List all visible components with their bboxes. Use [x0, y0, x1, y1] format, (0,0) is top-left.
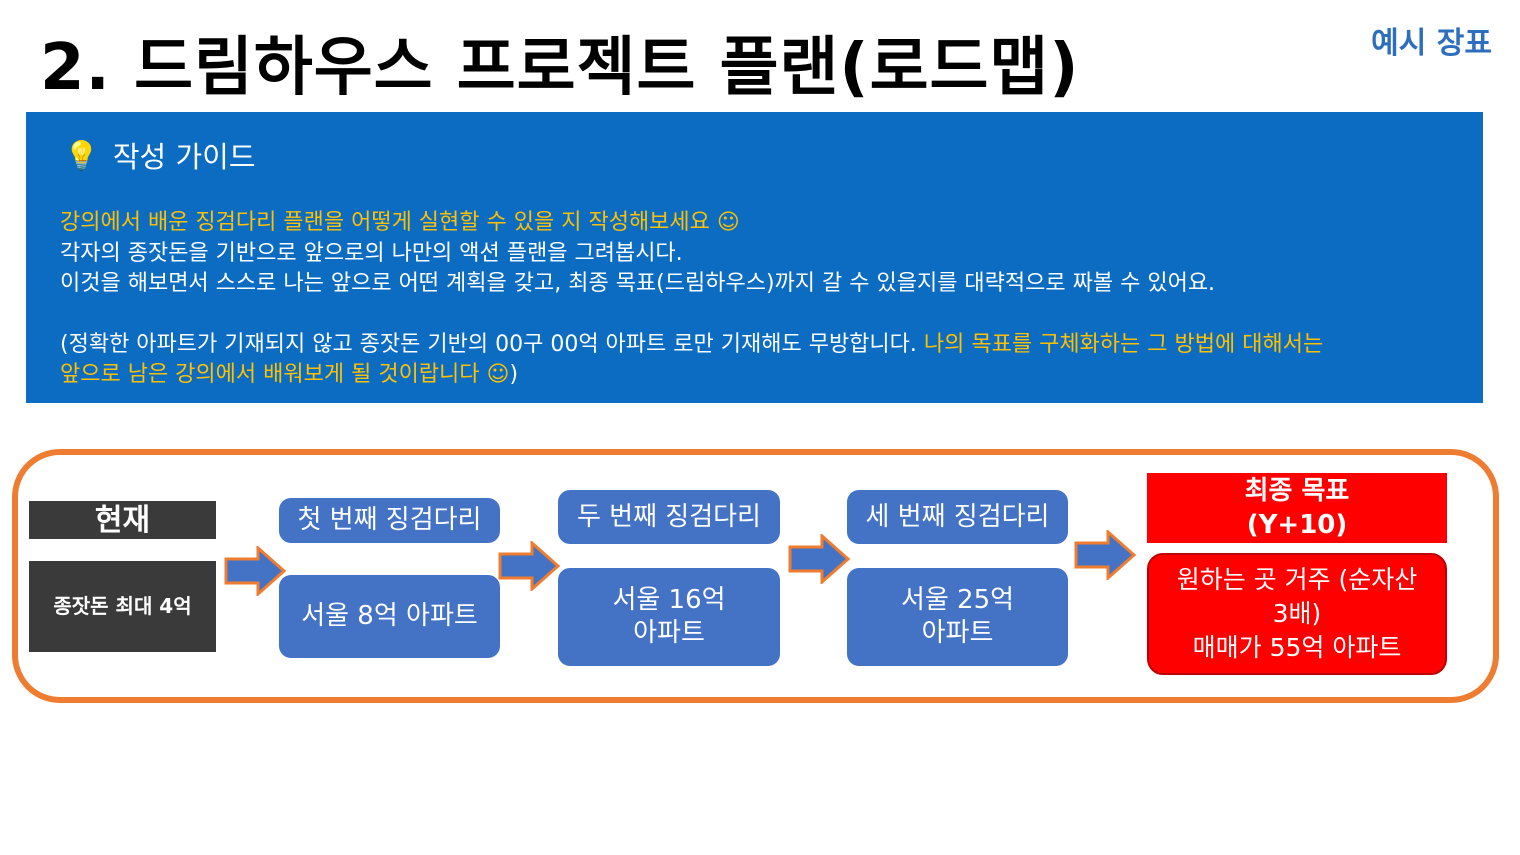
guide-line-4-note: (정확한 아파트가 기재되지 않고 종잣돈 기반의 00구 00억 아파트 로만…	[60, 331, 924, 357]
arrow-right-icon	[498, 541, 560, 591]
example-tag: 예시 장표	[1371, 26, 1492, 61]
goal-body: 원하는 곳 거주 (순자산 3배) 매매가 55억 아파트	[1147, 553, 1447, 675]
step3-body-line2: 아파트	[921, 618, 994, 648]
guide-line-2: 각자의 종잣돈을 기반으로 앞으로의 나만의 액션 플랜을 그려봅시다.	[60, 240, 683, 266]
current-heading: 현재	[29, 501, 216, 539]
guide-line-5-highlight: 앞으로 남은 강의에서 배워보게 될 것이랍니다 ☺	[60, 362, 510, 387]
goal-body-line3: 매매가 55억 아파트	[1192, 633, 1402, 662]
step2-heading: 두 번째 징검다리	[558, 490, 780, 544]
guide-header: 💡 작성 가이드	[64, 134, 1449, 176]
guide-line-5: 앞으로 남은 강의에서 배워보게 될 것이랍니다 ☺)	[60, 360, 1449, 391]
step1-body: 서울 8억 아파트	[279, 575, 500, 658]
guide-line-4-highlight: 나의 목표를 구체화하는 그 방법에 대해서는	[923, 331, 1324, 357]
arrow-right-icon	[1074, 530, 1136, 580]
roadmap-frame	[12, 449, 1499, 703]
goal-heading-line1: 최종 목표	[1244, 476, 1350, 506]
step2-body-line2: 아파트	[633, 618, 705, 648]
goal-body-line2: 3배)	[1272, 599, 1322, 628]
step3-heading: 세 번째 징검다리	[847, 490, 1068, 544]
lightbulb-icon: 💡	[64, 138, 99, 172]
goal-heading-line2: (Y+10)	[1246, 510, 1348, 540]
guide-line-4: (정확한 아파트가 기재되지 않고 종잣돈 기반의 00구 00억 아파트 로만…	[60, 330, 1449, 361]
page-title: 2. 드림하우스 프로젝트 플랜(로드맵)	[40, 31, 1080, 105]
goal-heading: 최종 목표 (Y+10)	[1147, 473, 1447, 543]
guide-line-5-close: )	[509, 362, 519, 387]
guide-heading: 작성 가이드	[112, 140, 256, 174]
current-body: 종잣돈 최대 4억	[29, 561, 216, 652]
step3-body-line1: 서울 25억	[900, 585, 1015, 615]
step3-body: 서울 25억 아파트	[847, 568, 1068, 666]
guide-panel: 💡 작성 가이드 강의에서 배운 징검다리 플랜을 어떻게 실현할 수 있을 지…	[26, 112, 1483, 403]
guide-body: 강의에서 배운 징검다리 플랜을 어떻게 실현할 수 있을 지 작성해보세요 ☺…	[60, 208, 1449, 391]
guide-line-3: 이것을 해보면서 스스로 나는 앞으로 어떤 계획을 갖고, 최종 목표(드림하…	[60, 271, 1216, 296]
step2-body-line1: 서울 16억	[612, 585, 726, 615]
arrow-right-icon	[788, 534, 850, 584]
goal-body-line1: 원하는 곳 거주 (순자산	[1176, 565, 1418, 594]
step1-heading: 첫 번째 징검다리	[279, 498, 500, 543]
arrow-right-icon	[224, 546, 286, 596]
guide-line-1: 강의에서 배운 징검다리 플랜을 어떻게 실현할 수 있을 지 작성해보세요 ☺	[60, 210, 740, 235]
step2-body: 서울 16억 아파트	[558, 568, 780, 666]
